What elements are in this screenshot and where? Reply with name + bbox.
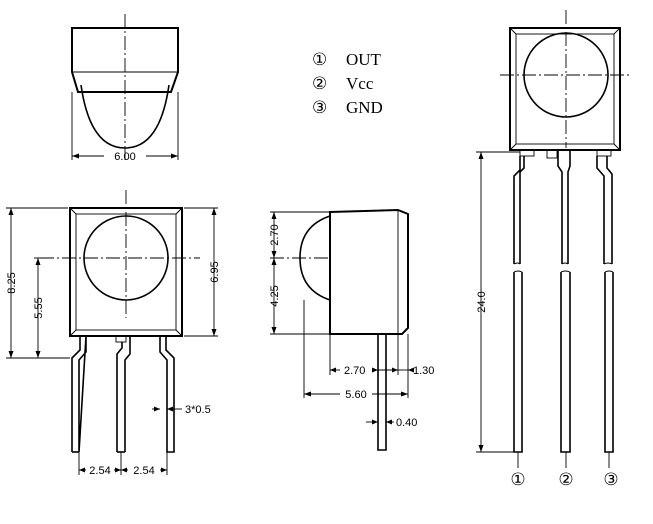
dim-top-width: 6.00	[114, 151, 135, 163]
dim-lead-thickness: 0.40	[396, 417, 417, 429]
dim-side-lens-depth: 2.70	[344, 365, 365, 377]
side-view: 2.70 4.25 2.70 1.30 5.60 0.40	[269, 208, 434, 451]
rear-view: 24.0 ① ② ③	[476, 10, 632, 489]
dim-pitch-right: 2.54	[133, 465, 154, 477]
legend-num-3: ③	[312, 98, 327, 117]
dim-body-height: 6.95	[209, 261, 221, 282]
legend-label-vcc: Vcc	[346, 74, 374, 93]
dim-side-depth: 5.60	[345, 389, 366, 401]
dim-pitch-left: 2.54	[89, 465, 110, 477]
pin-label-2: ②	[558, 470, 573, 489]
pin-legend: ① OUT ② Vcc ③ GND	[312, 50, 383, 117]
dim-side-top: 2.70	[269, 224, 281, 245]
front-view: 8.25 5.55 6.95 3*0.5 2.54 2.54	[6, 190, 221, 477]
legend-label-gnd: GND	[346, 98, 383, 117]
dim-lens-center-height: 5.55	[33, 297, 45, 318]
dim-side-lens: 4.25	[269, 285, 281, 306]
dim-lead-width: 3*0.5	[185, 404, 211, 416]
pin-label-1: ①	[510, 470, 525, 489]
legend-num-2: ②	[312, 74, 327, 93]
legend-label-out: OUT	[346, 50, 382, 69]
top-view: 6.00	[71, 14, 179, 163]
legend-num-1: ①	[312, 50, 327, 69]
dim-lead-length: 24.0	[476, 291, 488, 312]
pin-label-3: ③	[603, 470, 618, 489]
dim-overall-height: 8.25	[6, 272, 18, 293]
dim-side-offset: 1.30	[413, 365, 434, 377]
